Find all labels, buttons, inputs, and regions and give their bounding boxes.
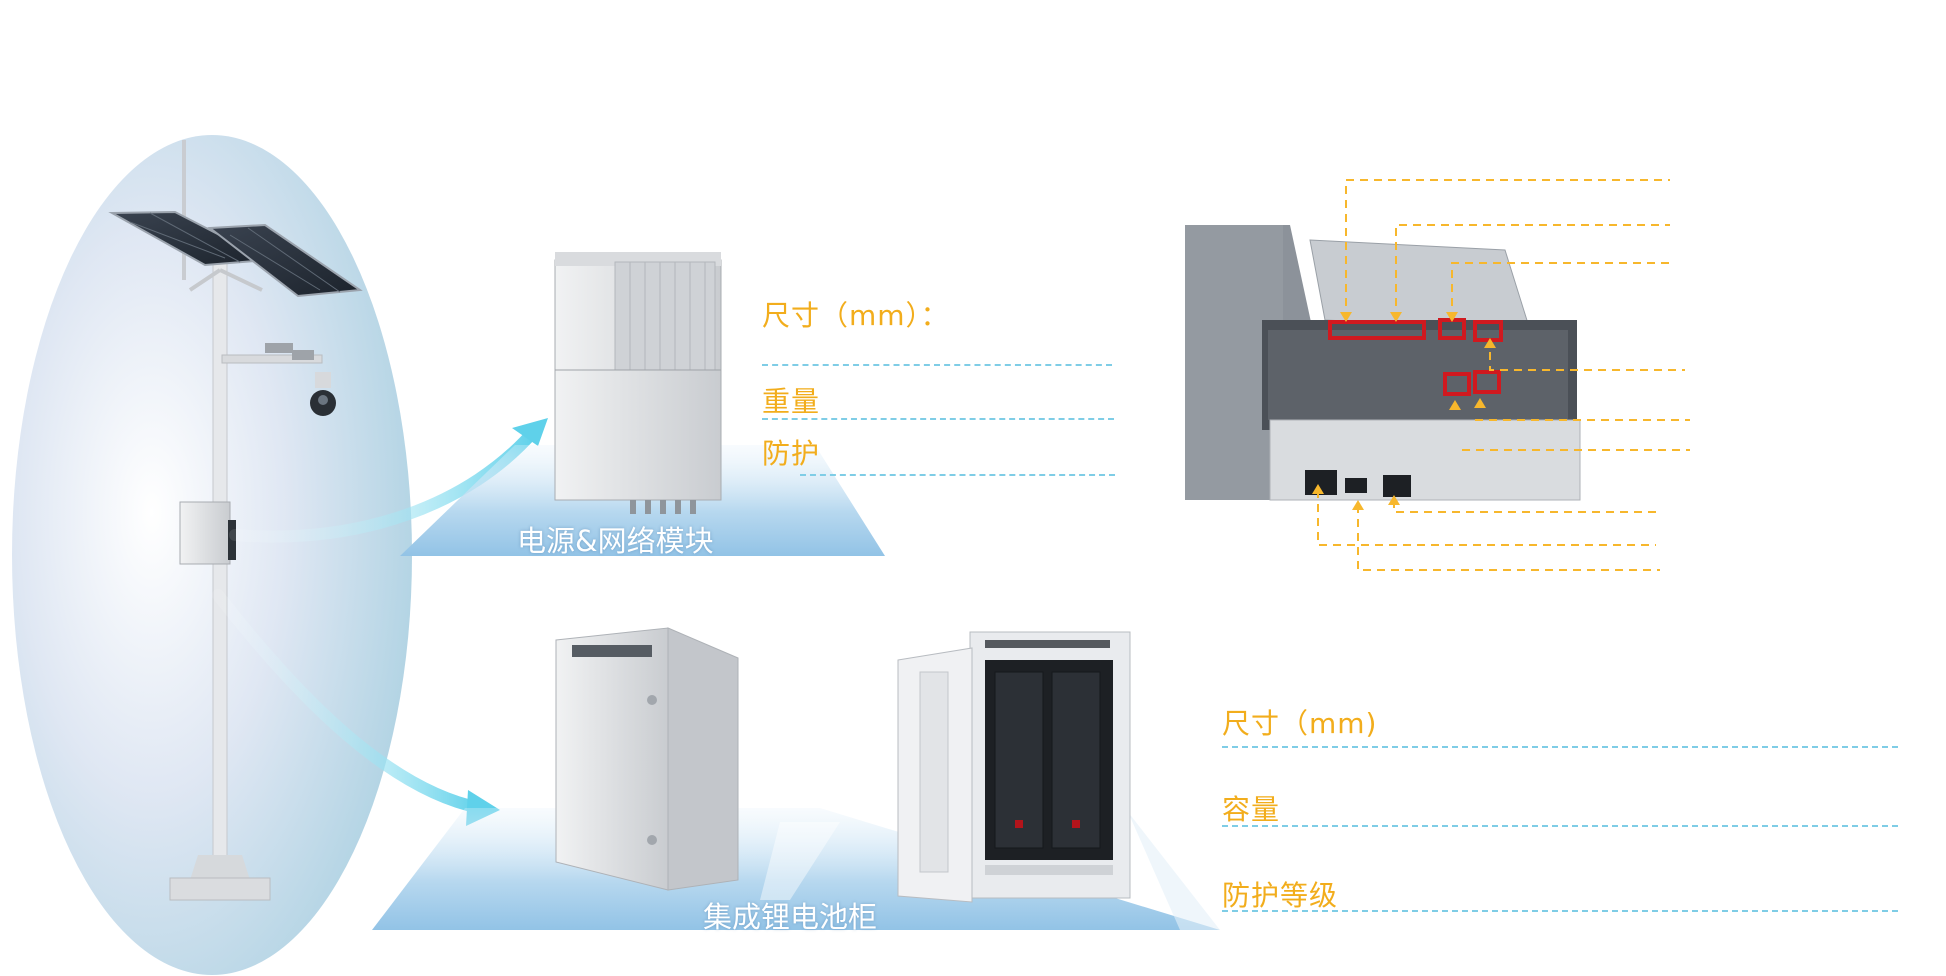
battery-size-line [1222, 746, 1898, 748]
solar-panel-right [207, 223, 363, 298]
battery-capacity-line [1222, 825, 1898, 827]
module-size-line [762, 364, 1112, 366]
battery-rack-icon [897, 631, 1131, 903]
callout-arrowheads [1312, 312, 1496, 510]
module-cabinet [554, 252, 722, 514]
module-caption: 电源&网络模块 [517, 524, 714, 558]
pole-mounted-box [179, 501, 236, 565]
battery-size-label: 尺寸（mm) [1222, 707, 1378, 740]
battery-capacity-label: 容量 [1222, 793, 1281, 826]
battery-caption: 集成锂电池柜 [703, 900, 878, 934]
module-interior-photo [1185, 225, 1581, 501]
module-weight-line [762, 418, 1114, 420]
module-size-label: 尺寸（mm）： [762, 299, 950, 332]
battery-protection-line [1222, 910, 1898, 912]
solar-pole-illustration [108, 140, 363, 901]
module-protection-line [800, 474, 1115, 476]
module-protection-label: 防护 [762, 437, 821, 470]
cabinet-icon [555, 627, 739, 891]
battery-protection-label: 防护等级 [1222, 879, 1339, 912]
module-weight-label: 重量 [762, 385, 821, 418]
camera-icon [310, 372, 336, 416]
